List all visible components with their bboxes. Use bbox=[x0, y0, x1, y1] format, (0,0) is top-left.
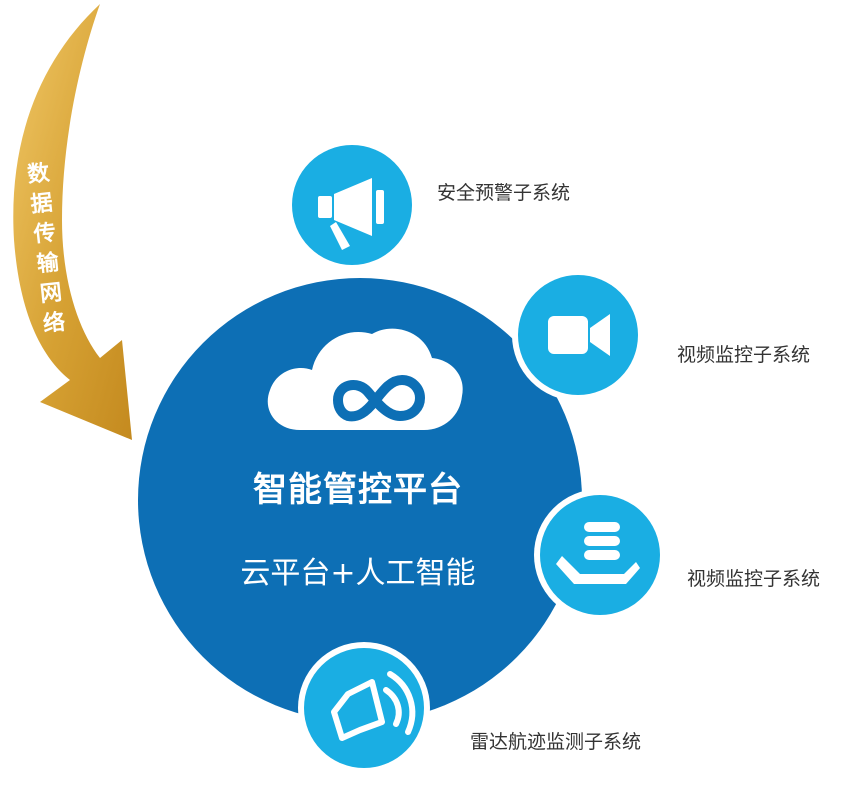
node-safety-warning[interactable] bbox=[286, 139, 418, 271]
network-label-char: 据 bbox=[29, 190, 54, 218]
hub-title: 智能管控平台 bbox=[253, 470, 463, 510]
node-video-monitor-2[interactable] bbox=[534, 489, 666, 621]
node-video-monitor-1[interactable] bbox=[512, 269, 644, 401]
speaker-waves-icon bbox=[331, 671, 416, 741]
hand-coins-icon bbox=[556, 522, 640, 584]
cloud-infinity-icon bbox=[267, 328, 463, 430]
network-label-char: 输 bbox=[35, 250, 61, 278]
hub-circle bbox=[138, 278, 582, 722]
node-label-video-monitor-2: 视频监控子系统 bbox=[687, 568, 821, 590]
node-radar-track[interactable] bbox=[298, 642, 430, 774]
hub-subtitle: 云平台+人工智能 bbox=[240, 556, 476, 591]
network-label-char: 传 bbox=[32, 220, 58, 248]
node-label-radar-track: 雷达航迹监测子系统 bbox=[470, 731, 642, 753]
network-label-char: 数 bbox=[26, 160, 51, 189]
video-camera-icon bbox=[548, 314, 610, 356]
megaphone-icon bbox=[318, 178, 384, 250]
node-label-safety-warning: 安全预警子系统 bbox=[437, 182, 571, 204]
node-label-video-monitor-1: 视频监控子系统 bbox=[677, 344, 811, 366]
network-label-char: 络 bbox=[41, 310, 67, 338]
network-label-char: 网 bbox=[38, 280, 64, 308]
data-network-arrow bbox=[13, 4, 132, 440]
